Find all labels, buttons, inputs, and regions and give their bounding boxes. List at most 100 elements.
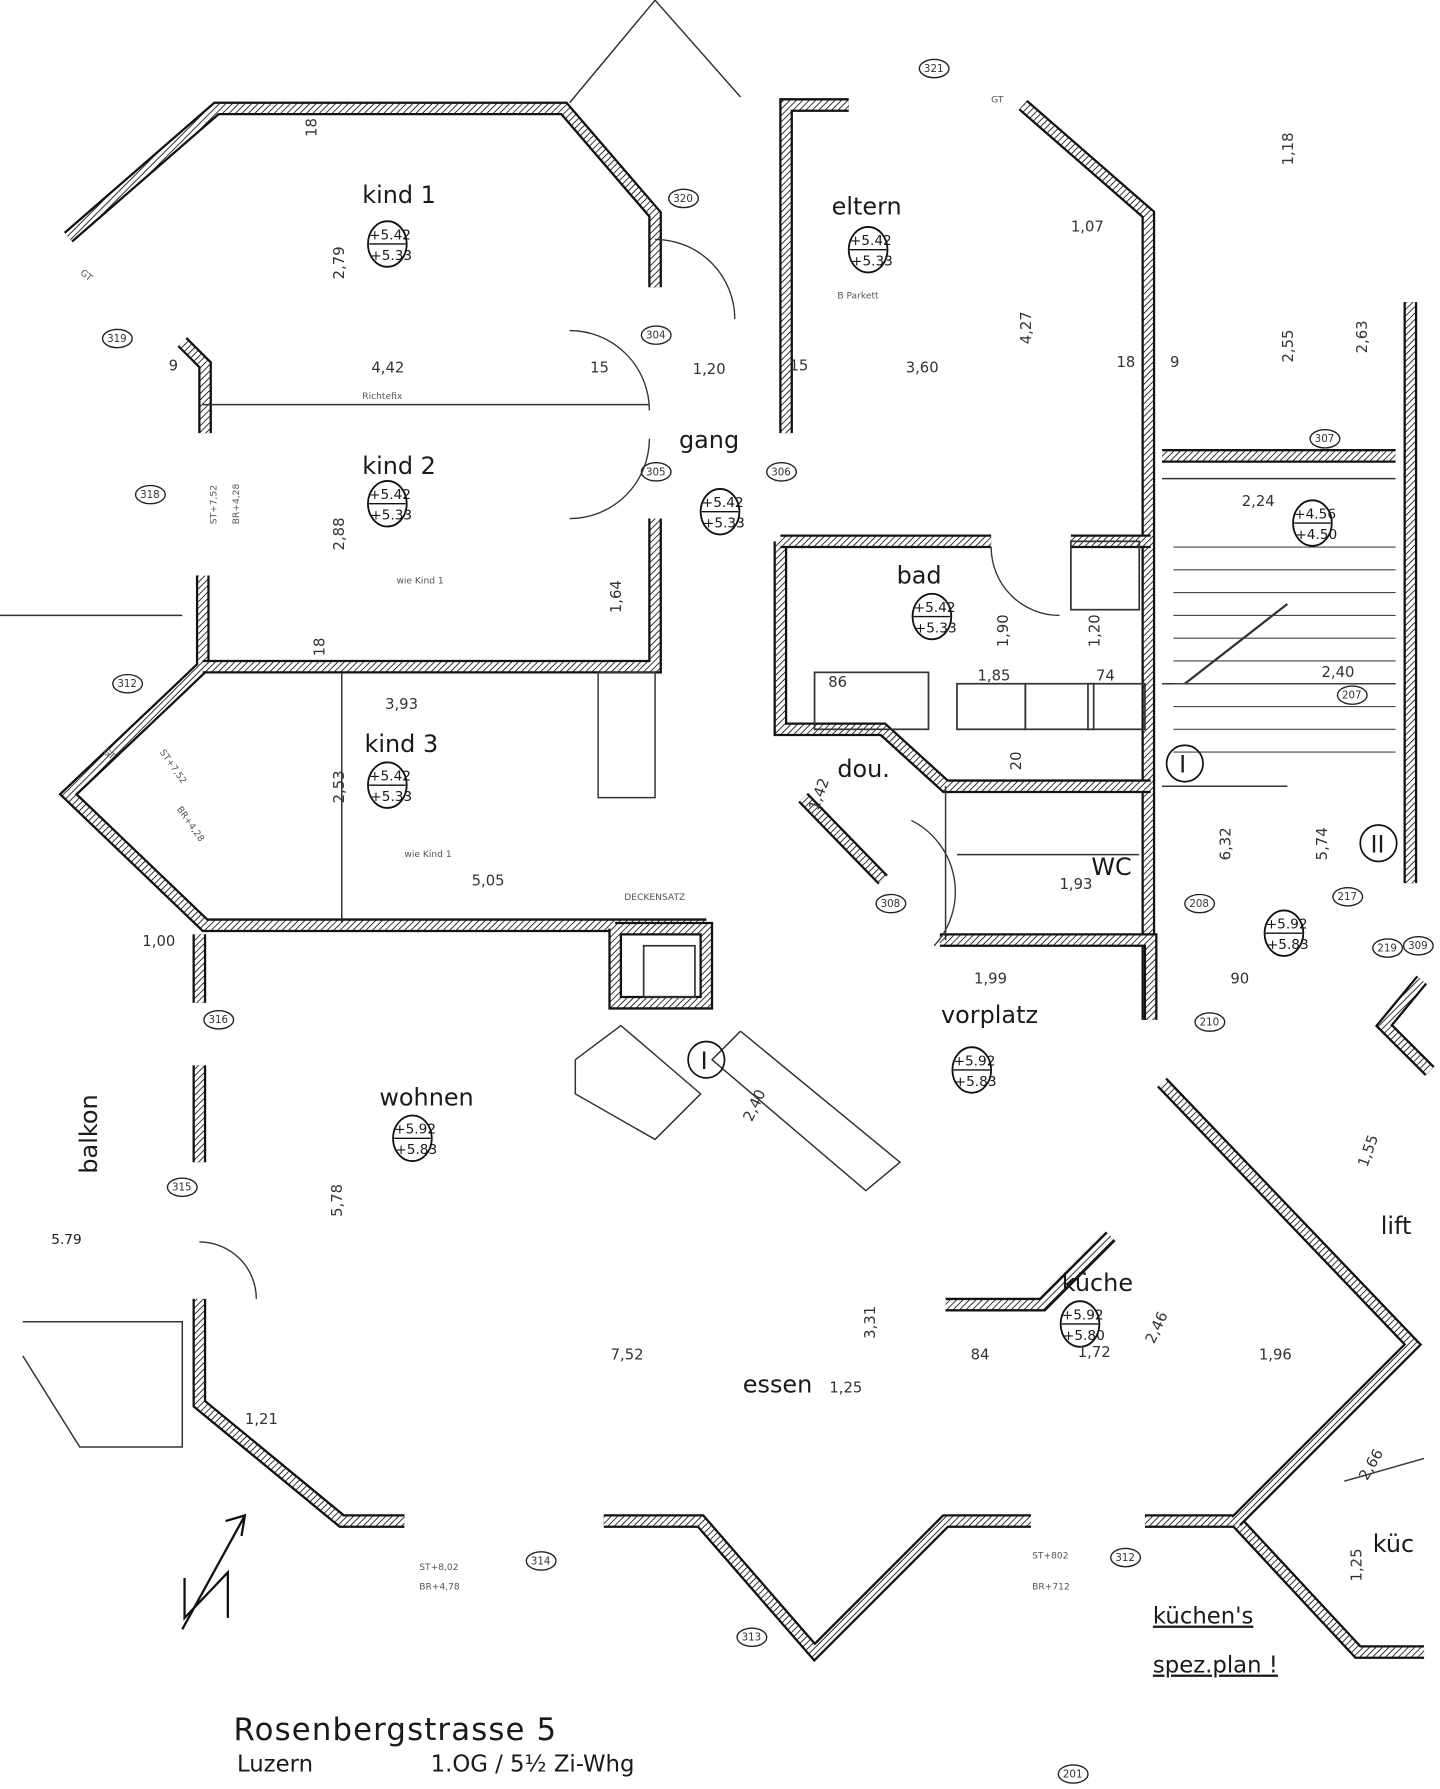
dimension-label: 9 bbox=[1170, 354, 1179, 371]
window-annotation: BR+712 bbox=[1032, 1582, 1070, 1592]
window-annotation: GT bbox=[78, 268, 94, 284]
room-number-marker bbox=[736, 1627, 768, 1648]
room-label: eltern bbox=[832, 192, 902, 220]
room-number-marker bbox=[134, 484, 166, 505]
door-swing bbox=[990, 547, 1060, 617]
essen-label: essen bbox=[743, 1370, 812, 1398]
room-number-marker bbox=[640, 462, 672, 482]
dimension-label: 1,25 bbox=[1348, 1549, 1365, 1582]
room-number-marker bbox=[1057, 1764, 1089, 1784]
room-number: 207 bbox=[1342, 690, 1362, 702]
room-number: 314 bbox=[531, 1555, 551, 1567]
axis-marker bbox=[1359, 824, 1398, 863]
dimension-label: 3,60 bbox=[906, 360, 939, 377]
dimension-label: 1,18 bbox=[1280, 132, 1297, 165]
dimension-label: 1,85 bbox=[977, 667, 1010, 684]
thin-line bbox=[1344, 1457, 1425, 1482]
wall-hatch bbox=[179, 338, 210, 434]
wall-hatch bbox=[1020, 101, 1153, 1020]
labels-layer: kind 1+5.42+5.33eltern+5.42+5.33gang+5.4… bbox=[51, 58, 1434, 1784]
door-swing bbox=[911, 819, 956, 947]
kitchen-note-line1: küchen's bbox=[1153, 1604, 1253, 1630]
room-number-marker bbox=[525, 1551, 557, 1571]
dimension-label: 1,07 bbox=[1071, 218, 1104, 235]
fixture bbox=[1024, 682, 1095, 731]
fixture bbox=[1087, 682, 1146, 731]
deckensatz-label: DECKENSATZ bbox=[624, 893, 685, 903]
stair-arrow bbox=[1184, 603, 1289, 685]
level-bottom: +5.33 bbox=[370, 508, 412, 524]
wall-segment bbox=[779, 98, 849, 434]
room-number-marker bbox=[1110, 1547, 1142, 1568]
level-bottom: +5.33 bbox=[851, 254, 893, 270]
roman-1-label: I bbox=[1179, 751, 1186, 779]
room-number-marker bbox=[101, 328, 133, 349]
roman-1b-label: I bbox=[701, 1047, 708, 1075]
dimension-label: 5,78 bbox=[329, 1184, 346, 1217]
room-number: 217 bbox=[1337, 891, 1357, 903]
room-number-marker bbox=[1184, 893, 1216, 914]
dimension-label: 20 bbox=[1008, 751, 1025, 770]
window-annotation: ST+7,52 bbox=[157, 748, 188, 786]
dimension-label: 1,93 bbox=[1059, 876, 1092, 893]
room-number-marker bbox=[166, 1177, 198, 1198]
level-bottom: +5.80 bbox=[1063, 1328, 1105, 1344]
dimension-label: 90 bbox=[1230, 970, 1249, 987]
thin-line bbox=[710, 1030, 902, 1192]
door-swing bbox=[655, 238, 736, 320]
room-number: 321 bbox=[924, 63, 944, 75]
dimension-label: 4,42 bbox=[371, 360, 404, 377]
dimension-label: 9 bbox=[169, 357, 178, 374]
dou-label: dou. bbox=[837, 755, 890, 783]
room-label: kind 3 bbox=[365, 730, 439, 758]
room-number-marker bbox=[1402, 935, 1434, 956]
level-top: +5.92 bbox=[1266, 917, 1308, 933]
level-marker bbox=[367, 220, 408, 268]
level-top: +5.42 bbox=[702, 495, 744, 511]
dimension-label: 2,66 bbox=[1356, 1446, 1387, 1483]
room-number: 309 bbox=[1408, 940, 1428, 952]
wall-hatch bbox=[939, 935, 1156, 1020]
level-top: +5.42 bbox=[850, 233, 892, 249]
room-number: 315 bbox=[172, 1182, 192, 1194]
wall-hatch bbox=[603, 1516, 1032, 1659]
dimension-label: 15 bbox=[590, 360, 609, 377]
fixtures bbox=[0, 0, 1425, 1482]
dimension-label: 6,32 bbox=[1217, 827, 1234, 860]
wall-hatch bbox=[65, 103, 660, 288]
door-swing bbox=[199, 1241, 258, 1299]
level-top: +4.56 bbox=[1294, 507, 1336, 523]
dimension-label: 1,96 bbox=[1259, 1346, 1292, 1363]
room-number-marker bbox=[875, 893, 907, 914]
balkon-level: 5.79 bbox=[51, 1232, 81, 1248]
level-marker bbox=[1292, 499, 1333, 547]
axis-marker bbox=[687, 1040, 726, 1079]
level-marker bbox=[951, 1046, 993, 1094]
wall-hatch bbox=[1144, 1516, 1425, 1657]
wall-hatch bbox=[1378, 977, 1433, 1075]
room-number-marker bbox=[766, 462, 798, 482]
room-number-marker bbox=[1194, 1012, 1226, 1032]
window-annotation: BR+4,28 bbox=[174, 805, 206, 844]
dimension-label: 1,42 bbox=[806, 776, 833, 813]
room-label: gang bbox=[679, 426, 739, 454]
fixture bbox=[1070, 540, 1141, 611]
kuche-label: küc bbox=[1373, 1530, 1414, 1558]
room-number: 306 bbox=[771, 466, 791, 478]
dimension-label: 84 bbox=[971, 1346, 990, 1363]
dimension-label: 1,90 bbox=[995, 614, 1012, 647]
room-label: kind 1 bbox=[362, 181, 436, 209]
wall-segment bbox=[603, 1514, 1032, 1663]
wall-hatch bbox=[610, 924, 711, 1008]
room-number: 210 bbox=[1200, 1017, 1220, 1029]
level-bottom: +5.33 bbox=[915, 620, 957, 636]
room-number: 312 bbox=[117, 678, 137, 690]
dimension-label: 7,52 bbox=[611, 1346, 644, 1363]
dimension-label: 86 bbox=[828, 674, 847, 691]
level-bottom: +5.33 bbox=[370, 789, 412, 805]
thin-line bbox=[22, 1320, 184, 1448]
level-marker bbox=[911, 592, 953, 641]
dimension-label: 2,63 bbox=[1354, 320, 1371, 353]
room-label: kind 2 bbox=[362, 452, 436, 480]
thin-line bbox=[597, 671, 656, 799]
